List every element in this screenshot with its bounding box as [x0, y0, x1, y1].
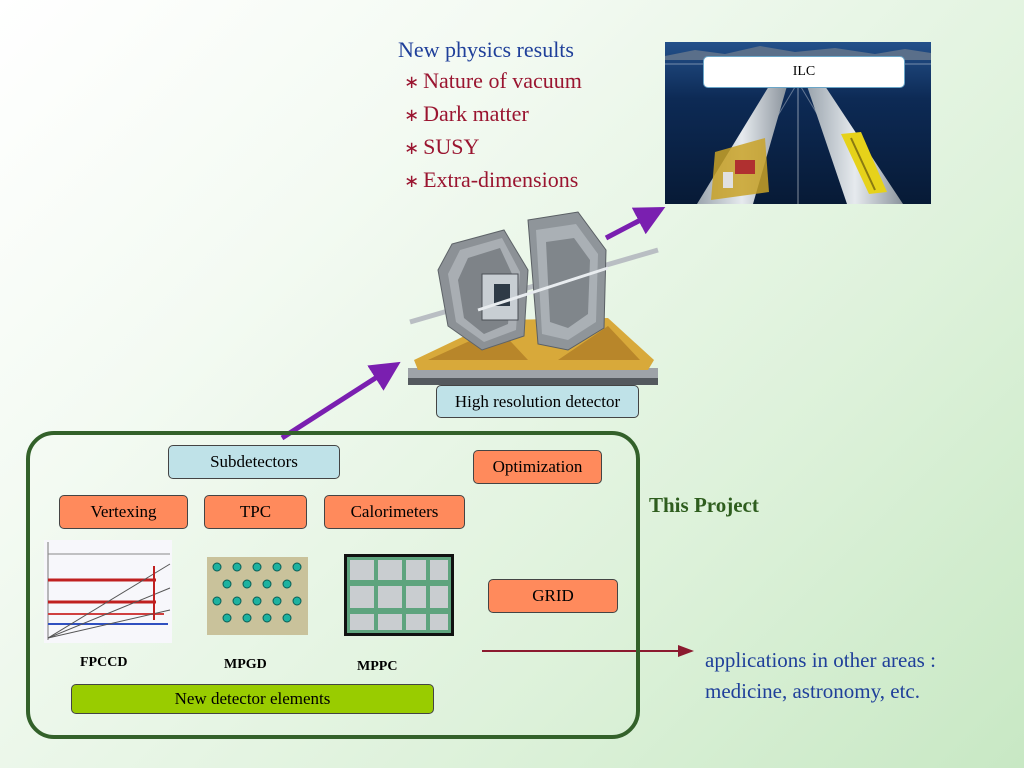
physics-item: ∗SUSY — [398, 131, 582, 164]
new-detector-elements-box: New detector elements — [71, 684, 434, 714]
mppc-illustration — [344, 554, 454, 636]
mpgd-illustration — [207, 557, 308, 635]
optimization-box: Optimization — [473, 450, 602, 484]
arrow-detector-to-ilc — [604, 207, 666, 241]
physics-item: ∗Dark matter — [398, 98, 582, 131]
bullet-star-icon: ∗ — [404, 105, 420, 126]
project-frame — [26, 431, 640, 739]
applications-label: applications in other areas : medicine, … — [705, 648, 936, 703]
mpgd-image — [207, 557, 308, 635]
physics-item-label: SUSY — [423, 134, 480, 159]
this-project-label: This Project — [649, 493, 759, 517]
grid-box: GRID — [488, 579, 618, 613]
arrow-project-to-detector — [280, 361, 401, 441]
detector-illustration — [408, 211, 659, 385]
physics-heading: New physics results — [398, 37, 574, 62]
fpccd-caption: FPCCD — [80, 655, 128, 670]
physics-item: ∗Extra-dimensions — [398, 164, 582, 197]
bullet-star-icon: ∗ — [404, 72, 420, 93]
physics-item-label: Dark matter — [423, 101, 529, 126]
calorimeters-box: Calorimeters — [324, 495, 465, 529]
vertexing-box: Vertexing — [59, 495, 188, 529]
bullet-star-icon: ∗ — [404, 171, 420, 192]
fpccd-illustration — [44, 540, 172, 643]
mppc-image — [344, 554, 454, 636]
fpccd-image — [44, 540, 172, 643]
mppc-caption: MPPC — [357, 659, 398, 674]
mpgd-caption: MPGD — [224, 657, 267, 672]
detector-image — [408, 210, 660, 385]
ilc-label-box: ILC — [703, 56, 905, 88]
subdetectors-box: Subdetectors — [168, 445, 340, 479]
tpc-box: TPC — [204, 495, 307, 529]
physics-item-label: Nature of vacuum — [423, 68, 582, 93]
bullet-star-icon: ∗ — [404, 138, 420, 159]
physics-item: ∗Nature of vacuum — [398, 65, 582, 98]
physics-results-list: New physics results ∗Nature of vacuum ∗D… — [398, 34, 582, 197]
high-resolution-detector-box: High resolution detector — [436, 385, 639, 418]
physics-item-label: Extra-dimensions — [423, 167, 579, 192]
